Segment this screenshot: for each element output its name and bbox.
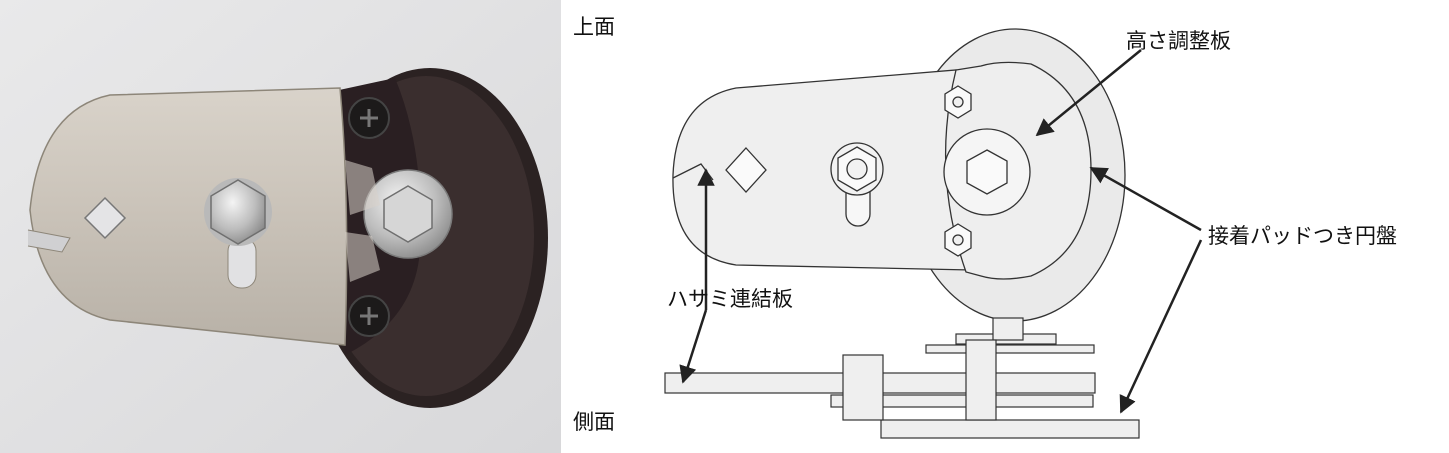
bracket-diagram	[664, 28, 1203, 439]
bracket-photo	[0, 0, 561, 453]
side-view-label: 側面	[573, 410, 615, 434]
top-view-drawing	[672, 28, 1126, 322]
pad-disc-label: 接着パッドつき円盤	[1208, 224, 1397, 248]
pad-disc-side	[880, 419, 1140, 439]
height-plate-label: 高さ調整板	[1126, 29, 1231, 53]
arrow-scissor-side	[679, 309, 708, 384]
arrow-pad-top	[1089, 166, 1202, 232]
top-view-label: 上面	[573, 15, 615, 39]
arrow-height-plate	[1035, 49, 1142, 137]
scissor-plate-label: ハサミ連結板	[667, 287, 793, 311]
side-view-drawing	[664, 317, 1140, 439]
arrow-pad-side	[1119, 239, 1203, 414]
